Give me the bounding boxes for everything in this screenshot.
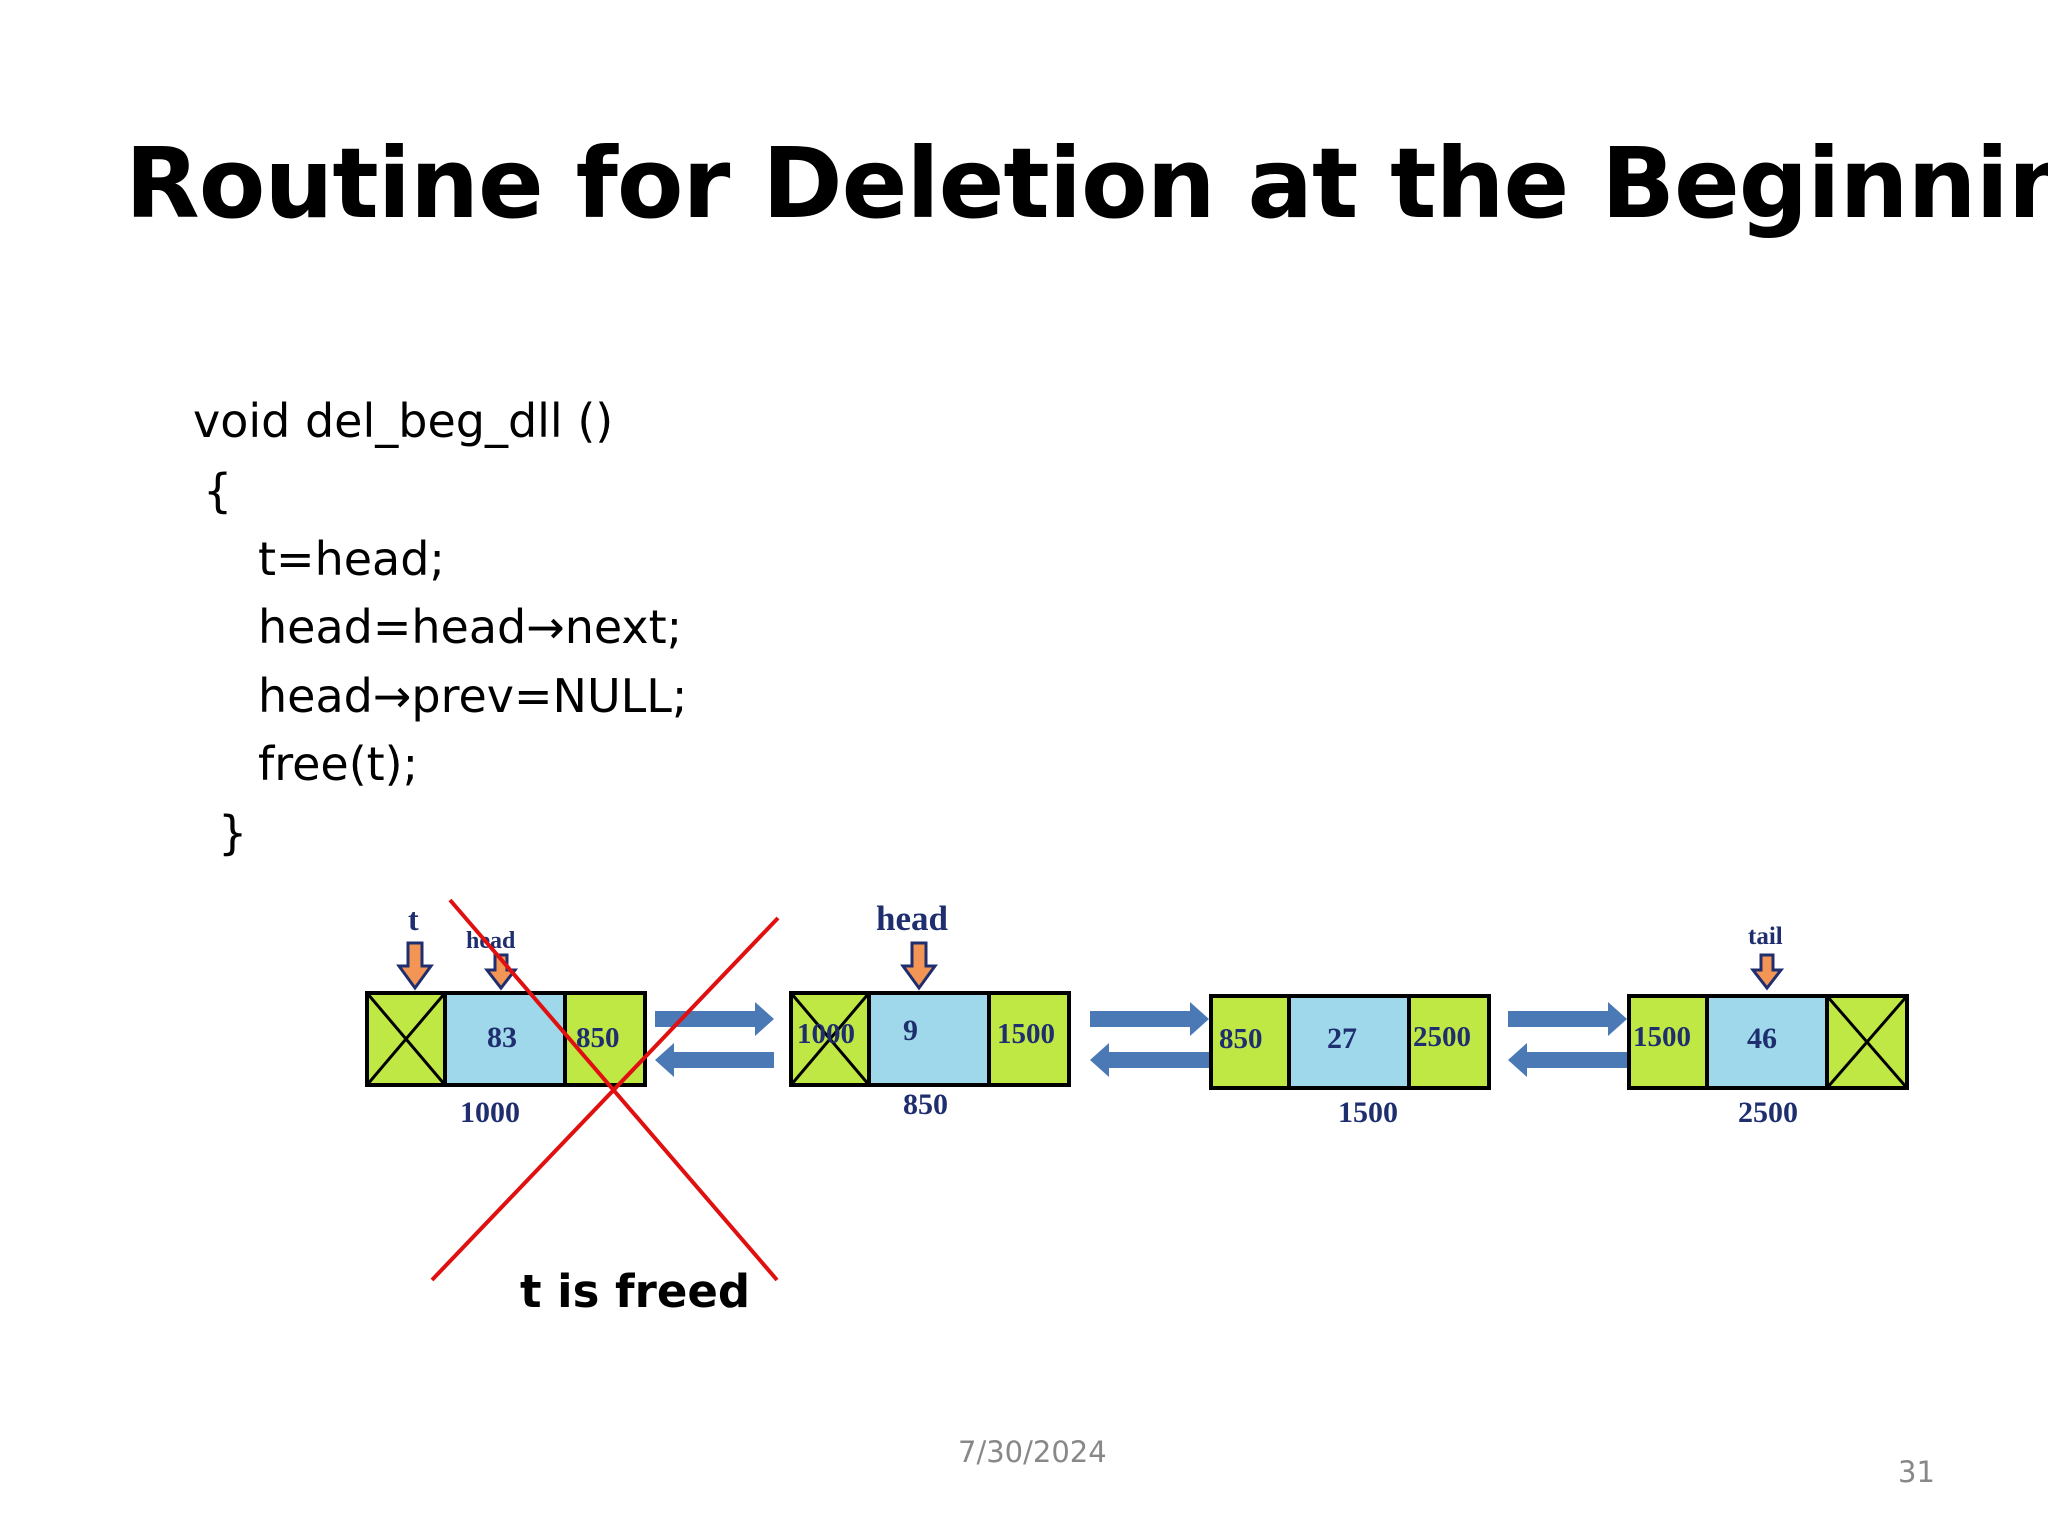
- pointer-tail-label: tail: [1748, 923, 1783, 950]
- slide-title: Routine for Deletion at the Beginning: [125, 127, 2048, 240]
- node-2-data-cell: [867, 991, 991, 1087]
- down-arrow-icon: [396, 941, 434, 991]
- code-line-free: free(t);: [258, 737, 419, 791]
- prev-arrow-icon: [1090, 1043, 1209, 1077]
- node-3-prev-cell: [1209, 994, 1291, 1090]
- link-1-2: [655, 1002, 774, 1077]
- freed-caption: t is freed: [520, 1265, 751, 1318]
- node-3-address: 1500: [1338, 1096, 1398, 1129]
- page-number: 31: [1898, 1455, 1935, 1489]
- node-2-data: 9: [903, 1014, 918, 1047]
- node-3-data-cell: [1287, 994, 1411, 1090]
- node-2-address: 850: [903, 1088, 948, 1121]
- node-1-address: 1000: [460, 1096, 520, 1129]
- node-4-address: 2500: [1738, 1096, 1798, 1129]
- next-arrow-icon: [1508, 1002, 1627, 1036]
- node-4-data: 46: [1747, 1022, 1777, 1055]
- code-line-advance-head: head=head→next;: [258, 600, 683, 654]
- pointer-tail: tail: [1748, 923, 1785, 991]
- node-3-data: 27: [1327, 1022, 1357, 1055]
- pointer-t: t: [396, 901, 434, 991]
- footer-date: 7/30/2024: [958, 1435, 1107, 1469]
- red-cross-icon: [430, 916, 780, 1282]
- pointer-new-head-label: head: [876, 899, 949, 938]
- node-2: 1000 9 1500 850: [789, 991, 1071, 1121]
- prev-arrow-icon: [655, 1043, 774, 1077]
- cross-icon: [789, 992, 871, 1086]
- pointer-t-label: t: [408, 901, 419, 937]
- pointer-old-head: head: [466, 928, 519, 991]
- node-4-prev: 1500: [1633, 1021, 1691, 1053]
- code-line-assign-t: t=head;: [258, 532, 445, 586]
- code-line-open-brace: {: [203, 464, 233, 518]
- down-arrow-icon: [483, 953, 519, 991]
- down-arrow-icon: [1749, 953, 1785, 991]
- code-line-signature: void del_beg_dll (): [193, 394, 614, 448]
- node-3-prev: 850: [1219, 1023, 1263, 1055]
- node-2-next: 1500: [997, 1018, 1055, 1050]
- down-arrow-icon: [900, 941, 938, 991]
- code-line-close-brace: }: [218, 806, 248, 860]
- pointer-new-head: head: [876, 899, 949, 991]
- node-3-next-cell: [1407, 994, 1491, 1090]
- node-1-next: 850: [576, 1022, 620, 1054]
- node-3: 850 27 2500 1500: [1209, 994, 1491, 1129]
- node-2-next-cell: [987, 991, 1071, 1087]
- code-line-null-prev: head→prev=NULL;: [258, 669, 688, 723]
- node-1: 83 850 1000: [365, 991, 647, 1129]
- node-4-prev-cell: [1627, 994, 1709, 1090]
- link-2-3: [1090, 1002, 1209, 1077]
- node-4: 1500 46 2500: [1627, 994, 1909, 1129]
- next-arrow-icon: [1090, 1002, 1209, 1036]
- prev-arrow-icon: [1508, 1043, 1627, 1077]
- node-3-next: 2500: [1413, 1021, 1471, 1053]
- null-cross-icon: [365, 992, 447, 1086]
- node-2-prev: 1000: [797, 1018, 855, 1050]
- node-1-data: 83: [487, 1021, 517, 1054]
- null-cross-icon: [1825, 995, 1909, 1089]
- link-3-4: [1508, 1002, 1627, 1077]
- node-4-data-cell: [1705, 994, 1829, 1090]
- next-arrow-icon: [655, 1002, 774, 1036]
- deletion-cross: [430, 898, 780, 1282]
